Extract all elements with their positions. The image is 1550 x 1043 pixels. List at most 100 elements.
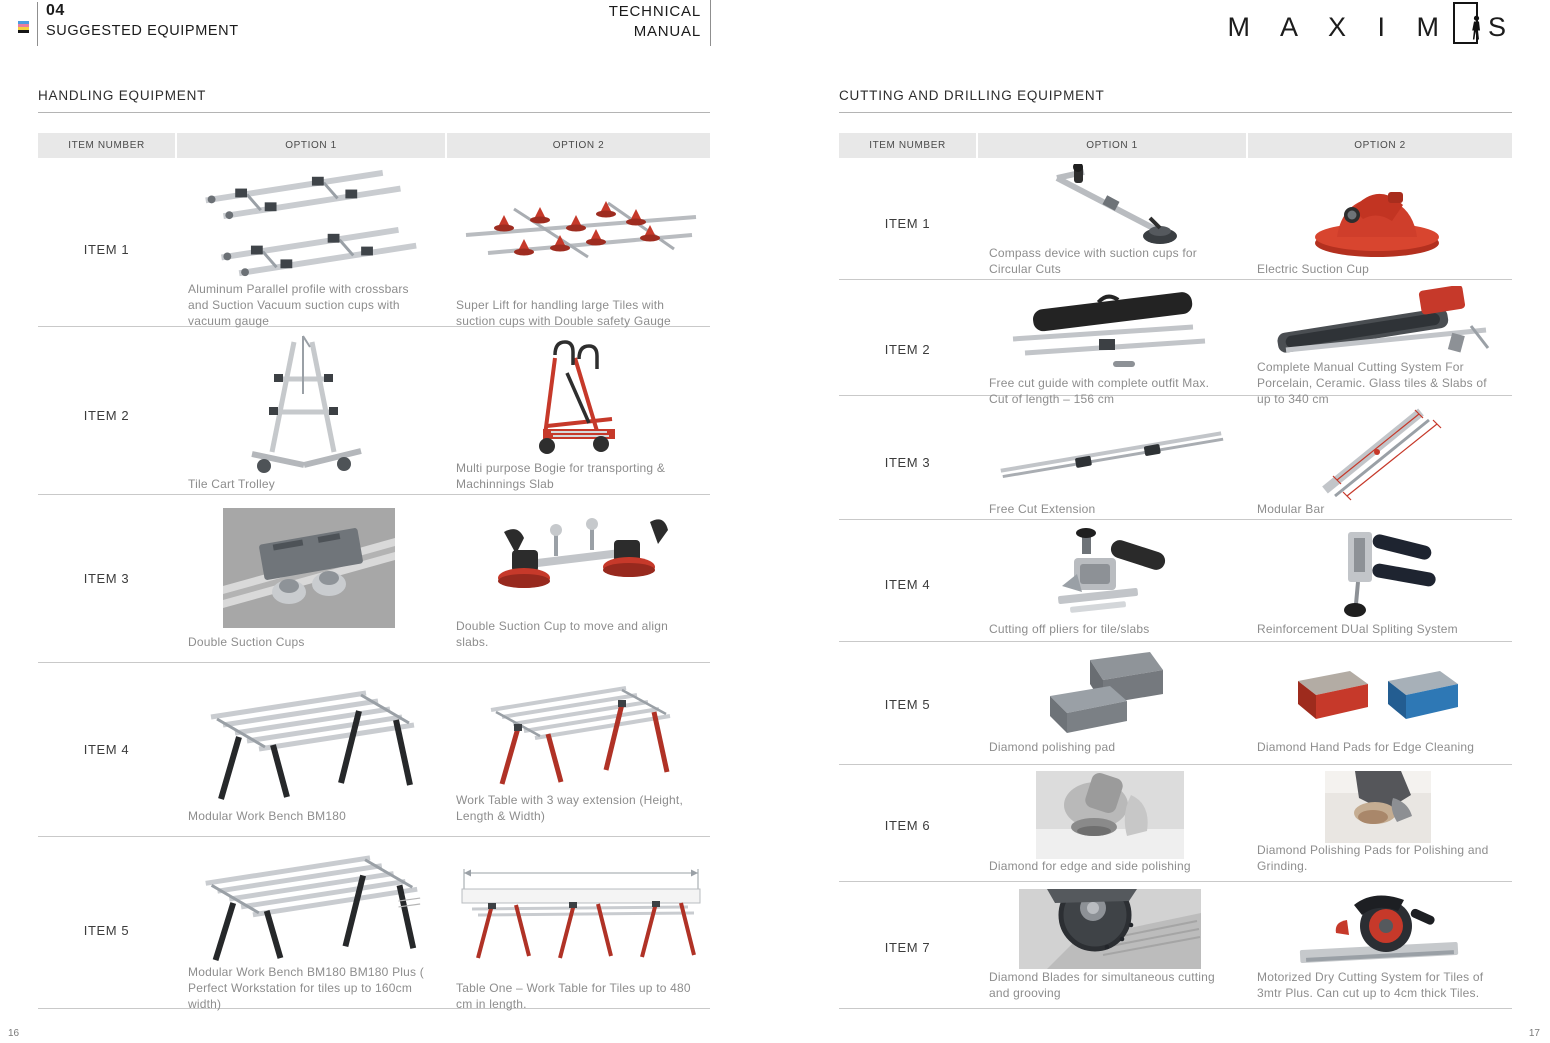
doc-title-line1: TECHNICAL [608, 3, 701, 20]
header-divider-mid [710, 0, 711, 46]
page-number-right: 17 [1528, 1028, 1540, 1039]
compass-circular-cut-image [989, 164, 1230, 246]
item-number-label: ITEM 5 [884, 696, 931, 712]
option-caption: Double Suction Cups [188, 635, 305, 650]
option-caption: Diamond polishing pad [989, 740, 1116, 754]
table-row: ITEM 4 Cutting off pliers for tile/slabs [839, 520, 1512, 642]
col-header-option2: OPTION 2 [447, 133, 710, 158]
table-row: ITEM 5 [38, 837, 710, 1011]
electric-suction-cup-image [1257, 164, 1498, 262]
option2-cell: Reinforcement DUal Spliting System [1244, 520, 1512, 649]
document-title: TECHNICAL MANUAL [420, 2, 701, 42]
option-caption: Compass device with suction cups for Cir… [989, 246, 1197, 276]
table-row: ITEM 1 Compass device with suction cups … [839, 158, 1512, 280]
table-row: ITEM 2 Tile Cart Trolley [38, 327, 710, 495]
modular-work-bench-plus-image [188, 843, 429, 965]
option-caption: Modular Bar [1257, 502, 1325, 516]
option1-cell: Diamond for edge and side polishing [976, 765, 1244, 886]
option1-cell: Compass device with suction cups for Cir… [976, 158, 1244, 289]
cutting-drilling-equipment-table: CUTTING AND DRILLING EQUIPMENT ITEM NUMB… [839, 88, 1512, 1009]
doc-title-line2: MANUAL [633, 23, 701, 40]
col-header-item-number: ITEM NUMBER [839, 133, 976, 158]
item-number-label: ITEM 3 [83, 571, 130, 586]
item-number-label: ITEM 6 [884, 817, 931, 833]
table-row: ITEM 4 [38, 663, 710, 837]
item-number-label: ITEM 2 [83, 407, 130, 423]
option-caption: Double Suction Cup to move and align sla… [456, 619, 668, 650]
cutting-off-pliers-image [989, 526, 1230, 622]
free-cut-extension-image [989, 402, 1230, 502]
option1-cell: Aluminum Parallel profile with crossbars… [175, 158, 443, 340]
table-row: ITEM 7 Diamond Blades for simultaneous c… [839, 882, 1512, 1009]
option-caption: Reinforcement DUal Spliting System [1257, 622, 1458, 636]
person-silhouette-icon [1472, 15, 1480, 40]
option2-cell: Table One – Work Table for Tiles up to 4… [443, 837, 720, 1023]
option-caption: Electric Suction Cup [1257, 261, 1370, 276]
modular-bar-image [1257, 402, 1498, 502]
table-row: ITEM 2 Free cut guide with complete o [839, 280, 1512, 406]
option-caption: Modular Work Bench BM180 [188, 809, 346, 824]
option-caption: Table One – Work Table for Tiles up to 4… [456, 980, 691, 1011]
option2-cell: Complete Manual Cutting System For Porce… [1244, 280, 1512, 418]
option1-cell: Tile Cart Trolley [175, 327, 443, 504]
section-rule [839, 112, 1512, 113]
chapter-title: SUGGESTED EQUIPMENT [46, 23, 239, 39]
option1-cell: Modular Work Bench BM180 BM180 Plus ( Pe… [175, 837, 443, 1023]
col-header-item-number: ITEM NUMBER [38, 133, 175, 158]
option-caption: Modular Work Bench BM180 BM180 Plus ( Pe… [188, 965, 424, 1011]
option2-cell: Modular Bar [1244, 396, 1512, 529]
multipurpose-bogie-image [456, 333, 696, 461]
option1-cell: Free cut guide with complete outfit Max.… [976, 280, 1244, 418]
col-header-option1: OPTION 1 [978, 133, 1246, 158]
option1-cell: Cutting off pliers for tile/slabs [976, 520, 1244, 649]
option1-cell: Diamond Blades for simultaneous cutting … [976, 882, 1244, 1013]
motorized-dry-cutting-saw-image [1257, 888, 1498, 970]
option2-cell: Super Lift for handling large Tiles with… [443, 158, 720, 340]
modular-work-bench-image [188, 669, 429, 809]
option-caption: Super Lift for handling large Tiles with… [456, 297, 671, 328]
free-cut-guide-kit-image [989, 286, 1230, 376]
double-suction-cups-photo [188, 501, 429, 635]
table-row: ITEM 3 Free Cut Extension [839, 396, 1512, 520]
option-caption: Multi purpose Bogie for transporting & M… [456, 461, 666, 491]
work-table-3way-extension-image [456, 669, 696, 793]
parallel-profile-rails-image [188, 164, 429, 282]
option-caption: Diamond for edge and side polishing [989, 859, 1191, 873]
option-caption: Tile Cart Trolley [188, 476, 275, 491]
option-caption: Motorized Dry Cutting System for Tiles o… [1257, 970, 1484, 1000]
option2-cell: Diamond Polishing Pads for Polishing and… [1244, 765, 1512, 886]
option-caption: Diamond Hand Pads for Edge Cleaning [1257, 740, 1475, 754]
col-header-option2: OPTION 2 [1248, 133, 1512, 158]
option2-cell: Double Suction Cup to move and align sla… [443, 495, 710, 662]
diamond-blades-photo [989, 888, 1230, 970]
section-rule [38, 112, 710, 113]
option-caption: Aluminum Parallel profile with crossbars… [188, 282, 409, 328]
col-header-option1: OPTION 1 [177, 133, 445, 158]
option2-cell: Motorized Dry Cutting System for Tiles o… [1244, 882, 1512, 1013]
logo-text-right: S [1487, 11, 1518, 42]
manual-cutting-system-image [1257, 286, 1498, 360]
option1-cell: Double Suction Cups [175, 495, 443, 662]
double-suction-cup-align-image [456, 501, 696, 619]
item-number-label: ITEM 2 [884, 341, 931, 357]
chapter-number: 04 [46, 2, 65, 19]
option-caption: Diamond Polishing Pads for Polishing and… [1257, 843, 1489, 873]
option-caption: Cutting off pliers for tile/slabs [989, 622, 1150, 636]
option-caption: Free Cut Extension [989, 502, 1096, 516]
option2-cell: Multi purpose Bogie for transporting & M… [443, 327, 710, 504]
edge-polishing-photo [989, 771, 1230, 859]
maximus-logo: M A X I M S [1227, 2, 1518, 48]
option2-cell: Electric Suction Cup [1244, 158, 1512, 289]
table-header-row: ITEM NUMBER OPTION 1 OPTION 2 [38, 133, 710, 158]
header-divider-left [37, 2, 38, 46]
polishing-pads-photo [1257, 771, 1498, 844]
logo-u-doorway [1452, 2, 1480, 44]
table-row: ITEM 3 Double Suction Cups [38, 495, 710, 663]
page-number-left: 16 [8, 1028, 20, 1039]
dual-splitting-system-image [1257, 526, 1498, 622]
option-caption: Diamond Blades for simultaneous cutting … [989, 970, 1215, 1000]
table-row: ITEM 5 Diamond polishing pad Di [839, 642, 1512, 765]
print-registration-icon [18, 21, 29, 33]
handling-equipment-table: HANDLING EQUIPMENT ITEM NUMBER OPTION 1 … [38, 88, 710, 1011]
